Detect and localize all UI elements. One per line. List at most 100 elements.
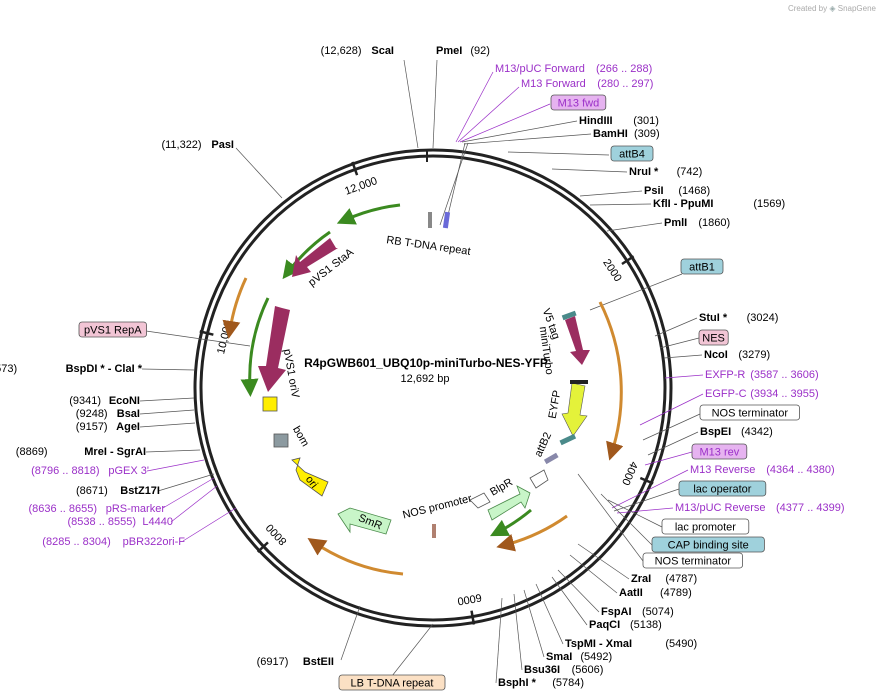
pvs1-oriv-box — [262, 396, 278, 412]
site-name: pBR322ori-F — [123, 536, 186, 548]
site-hindiii[interactable]: HindIII(301) — [579, 115, 659, 127]
site-prs-marker[interactable]: pRS-marker(8636 .. 8655) — [29, 503, 166, 515]
site-tspmi-xmai[interactable]: TspMI - XmaI(5490) — [565, 638, 697, 650]
site-bsteii[interactable]: BstEII(6917) — [257, 656, 334, 668]
site-attb4[interactable]: attB4 — [610, 145, 654, 162]
site-l4440[interactable]: L4440(8538 .. 8555) — [68, 516, 174, 528]
site-paqci[interactable]: PaqCI(5138) — [589, 619, 662, 631]
feature-shapes — [222, 203, 624, 576]
feature-box-label: M13 fwd — [558, 98, 600, 110]
site-position: (5490) — [665, 638, 697, 650]
site-bstz17i[interactable]: BstZ17I (8671) — [76, 485, 160, 497]
site-egfp-c[interactable]: EGFP-C(3934 .. 3955) — [705, 388, 819, 400]
site-position: (4364 .. 4380) — [766, 464, 835, 476]
site-labels: ScaI(12,628) PmeI(92) M13/pUC Forward(266 … — [0, 45, 845, 691]
site-aatii[interactable]: AatII(4789) — [619, 587, 692, 599]
site-econi[interactable]: EcoNI (9341) — [69, 395, 140, 407]
orange-arc-bottom-left — [307, 538, 404, 576]
site-m13-puc-reverse[interactable]: M13/pUC Reverse(4377 .. 4399) — [675, 502, 845, 514]
feature-box — [678, 480, 767, 497]
site-name: MreI - SgrAI — [84, 446, 146, 458]
site-pasi[interactable]: PasI(11,322) — [161, 139, 234, 151]
attb4-hatch — [442, 211, 451, 229]
site-nrui-[interactable]: NruI *(742) — [629, 166, 702, 178]
site-name: ScaI — [371, 45, 394, 57]
site-lac-promoter[interactable]: lac promoter — [661, 518, 750, 535]
site-stui-[interactable]: StuI *(3024) — [699, 312, 778, 324]
site-m13-puc-forward[interactable]: M13/pUC Forward(266 .. 288) — [495, 63, 652, 75]
site-bsai[interactable]: BsaI(9248) — [76, 408, 140, 420]
site-name: StuI * — [699, 312, 728, 324]
feature-box-label: NES — [702, 333, 725, 345]
site-name: AgeI — [116, 421, 140, 433]
site-bspdi-clai-[interactable]: BspDI * - ClaI *(9573) — [0, 363, 143, 375]
site-pmli[interactable]: PmlI(1860) — [664, 217, 730, 229]
site-position: (8671) — [76, 485, 108, 497]
site-m13-forward[interactable]: M13 Forward(280 .. 297) — [521, 78, 653, 90]
site-nos-terminator[interactable]: NOS terminator — [699, 404, 800, 421]
site-pvs1-repa[interactable]: pVS1 RepA — [78, 321, 147, 338]
site-pbr322ori-f[interactable]: pBR322ori-F (8285 .. 8304) — [42, 536, 185, 548]
green-arc-left — [240, 297, 270, 397]
site-scai[interactable]: ScaI(12,628) — [321, 45, 394, 57]
site-position: (9573) — [0, 363, 17, 375]
feature-label-blpr: BlpR — [488, 476, 515, 498]
feature-box-label: attB4 — [619, 149, 645, 161]
site-agei[interactable]: AgeI(9157) — [76, 421, 140, 433]
site-position: (4377 .. 4399) — [776, 502, 845, 514]
site-pgex-3-[interactable]: pGEX 3'(8796 .. 8818) — [31, 465, 149, 477]
site-name: EcoNI — [109, 395, 140, 407]
site-position: (9341) — [69, 395, 101, 407]
site-m13-reverse[interactable]: M13 Reverse(4364 .. 4380) — [690, 464, 835, 476]
site-nos-terminator[interactable]: NOS terminator — [642, 552, 743, 569]
site-position: (5074) — [642, 606, 674, 618]
site-name: FspAI — [601, 606, 632, 618]
pvs1-staa-arrow — [292, 238, 338, 277]
ruler-tick-label: 6000 — [456, 591, 482, 607]
feature-label-pvs1-oriv: pVS1 oriV — [281, 348, 302, 400]
feature-box — [691, 443, 748, 460]
site-nes[interactable]: NES — [698, 329, 729, 346]
ruler-tick — [199, 330, 214, 336]
site-kfli-ppumi[interactable]: KflI - PpuMI(1569) — [653, 198, 785, 210]
site-bsphi-[interactable]: BsphI *(5784) — [498, 677, 584, 689]
site-m13-fwd[interactable]: M13 fwd — [550, 94, 607, 111]
site-smai[interactable]: SmaI(5492) — [546, 651, 612, 663]
site-position: (5138) — [630, 619, 662, 631]
site-pmei[interactable]: PmeI(92) — [436, 45, 490, 57]
site-name: pGEX 3' — [108, 465, 149, 477]
feature-box — [651, 536, 765, 553]
site-m13-rev[interactable]: M13 rev — [691, 443, 748, 460]
ruler-tick — [639, 476, 654, 485]
site-mrei-sgrai[interactable]: MreI - SgrAI(8869) — [16, 446, 146, 458]
site-lac-operator[interactable]: lac operator — [678, 480, 767, 497]
nos-terminator-arrow — [529, 469, 549, 489]
site-bsu36i[interactable]: Bsu36I(5606) — [524, 664, 603, 676]
site-zrai[interactable]: ZraI(4787) — [631, 573, 697, 585]
site-name: NruI * — [629, 166, 659, 178]
site-position: (8285 .. 8304) — [42, 536, 111, 548]
smr-arrow — [337, 507, 392, 535]
rb-tdna-box — [428, 212, 432, 228]
site-position: (1569) — [753, 198, 785, 210]
site-lb-t-dna-repeat[interactable]: LB T-DNA repeat — [338, 674, 446, 691]
site-name: BstZ17I — [120, 485, 160, 497]
feature-box — [699, 404, 800, 421]
site-bspei[interactable]: BspEI(4342) — [700, 426, 773, 438]
bom-box — [273, 433, 289, 448]
backbone-inner — [199, 154, 667, 622]
site-cap-binding-site[interactable]: CAP binding site — [651, 536, 765, 553]
site-bamhi[interactable]: BamHI(309) — [593, 128, 660, 140]
site-name: M13 Forward — [521, 78, 586, 90]
site-ncoi[interactable]: NcoI(3279) — [704, 349, 770, 361]
brand-name: SnapGene — [837, 4, 876, 13]
blpr-arrow — [487, 485, 531, 521]
site-fspai[interactable]: FspAI (5074) — [601, 606, 674, 618]
site-name: PasI — [211, 139, 234, 151]
site-psii[interactable]: PsiI(1468) — [644, 185, 710, 197]
green-arc-top — [336, 203, 401, 225]
snapgene-logo-icon: ◈ — [829, 4, 836, 13]
site-attb1[interactable]: attB1 — [680, 258, 724, 275]
site-exfp-r[interactable]: EXFP-R(3587 .. 3606) — [705, 369, 819, 381]
site-position: (6917) — [257, 656, 289, 668]
